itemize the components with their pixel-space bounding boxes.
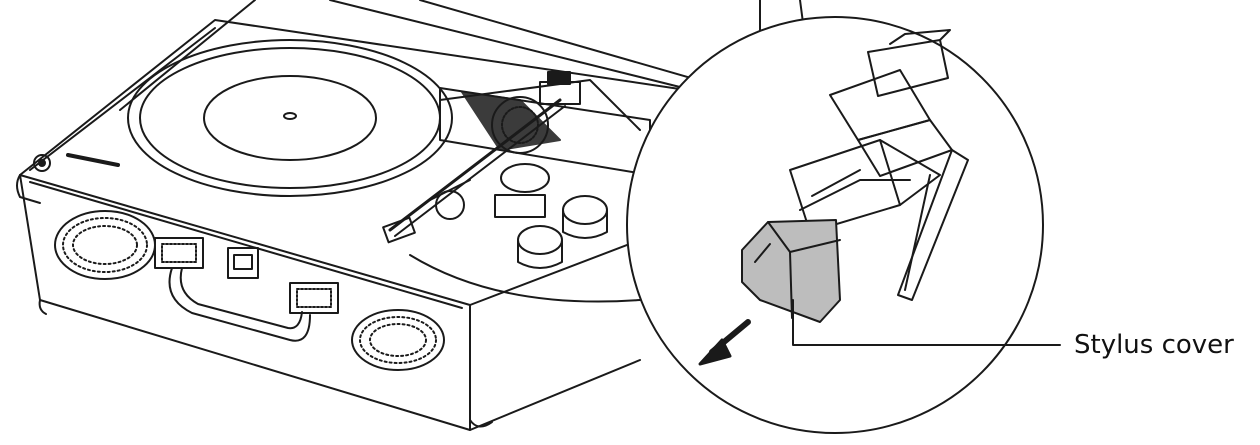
- magnified-view: [626, 16, 1044, 434]
- stylus-cover-label: Stylus cover: [1074, 330, 1234, 360]
- turntable-case: [16, 0, 806, 431]
- tonearm-assembly: [382, 71, 651, 269]
- case-latches-and-handle: [154, 237, 339, 342]
- brand-logo-mark: [66, 153, 120, 167]
- left-speaker-grille: [54, 210, 156, 280]
- magnifier-connector: [409, 254, 641, 303]
- callout-leader-line: [792, 299, 1061, 346]
- arrow-down-left-icon: [698, 319, 751, 366]
- turntable-platter: [127, 39, 453, 197]
- right-speaker-grille: [351, 309, 445, 371]
